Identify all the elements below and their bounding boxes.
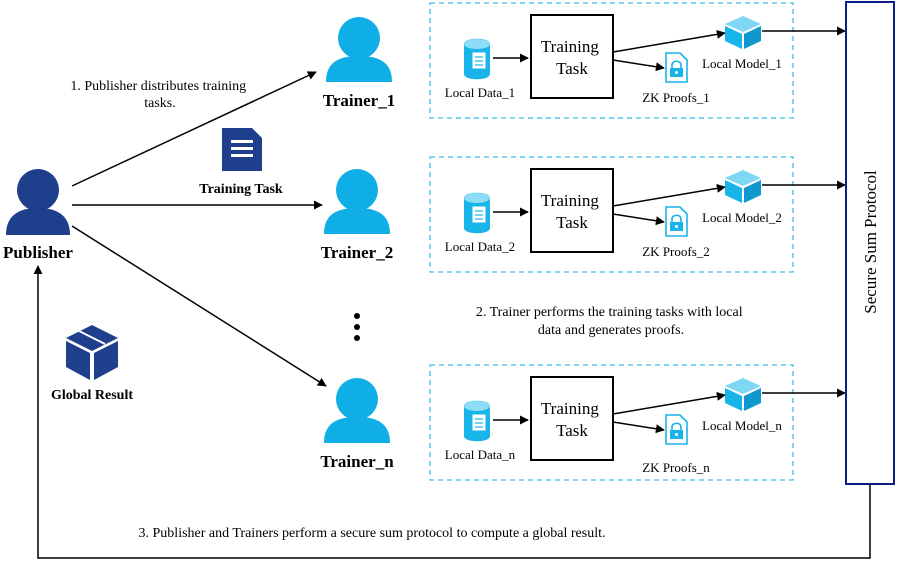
lock-file-icon	[665, 52, 688, 83]
step1-text: 1. Publisher distributes training tasks.	[70, 79, 249, 111]
step2-line1: 2. Trainer performs the training tasks w…	[476, 305, 743, 320]
training-task-n-label: Training Task	[541, 399, 603, 440]
zk-proofs-2-label: ZK Proofs_2	[642, 244, 710, 259]
trainer-1-icon	[326, 17, 392, 82]
training-task-2-line1: Training	[541, 191, 599, 210]
step2-text: 2. Trainer performs the training tasks w…	[476, 305, 746, 338]
training-task-n-line2: Task	[556, 421, 588, 440]
global-result-label: Global Result	[51, 388, 133, 403]
ellipsis-dots	[354, 313, 360, 341]
publisher-label: Publisher	[3, 243, 73, 262]
step2-line2: data and generates proofs.	[538, 323, 684, 338]
step1-line2: tasks.	[144, 96, 176, 111]
cube-icon	[725, 16, 761, 49]
trainer-panel-template	[429, 2, 846, 119]
arrow-publisher-trainern	[71, 225, 327, 387]
local-model-2-label: Local Model_2	[702, 210, 782, 225]
zk-proofs-n-label: ZK Proofs_n	[642, 460, 710, 475]
trainer-n-icon	[324, 378, 390, 443]
local-model-n-label: Local Model_n	[702, 418, 782, 433]
training-task-2-label: Training Task	[541, 191, 603, 232]
secure-sum-protocol-box	[845, 1, 895, 485]
global-result-box-icon	[66, 325, 118, 380]
local-data-2-label: Local Data_2	[445, 239, 515, 254]
trainer-n-panel	[430, 365, 845, 480]
arrow-publisher-trainer1	[71, 71, 317, 187]
training-task-1-line2: Task	[556, 59, 588, 78]
local-model-1-label: Local Model_1	[702, 56, 782, 71]
training-task-2-line2: Task	[556, 213, 588, 232]
trainer-2-label: Trainer_2	[321, 243, 393, 262]
training-task-doc-label: Training Task	[199, 182, 283, 197]
trainer-2-panel	[430, 157, 845, 272]
step1-line1: 1. Publisher distributes training	[70, 79, 246, 94]
publisher-icon	[6, 169, 70, 235]
training-task-1-label: Training Task	[541, 37, 603, 78]
trainer-1-label: Trainer_1	[323, 91, 395, 110]
zk-proofs-1-label: ZK Proofs_1	[642, 90, 710, 105]
step3-text: 3. Publisher and Trainers perform a secu…	[139, 526, 606, 541]
training-task-n-line1: Training	[541, 399, 599, 418]
training-task-1-line1: Training	[541, 37, 599, 56]
local-data-n-label: Local Data_n	[445, 447, 516, 462]
database-icon	[464, 38, 490, 80]
feedback-loop-arrow	[33, 265, 871, 559]
secure-sum-protocol-label: Secure Sum Protocol	[861, 170, 880, 314]
training-task-document-icon	[222, 128, 262, 171]
local-data-1-label: Local Data_1	[445, 85, 515, 100]
trainer-n-label: Trainer_n	[320, 452, 394, 471]
trainer-2-icon	[324, 169, 390, 234]
